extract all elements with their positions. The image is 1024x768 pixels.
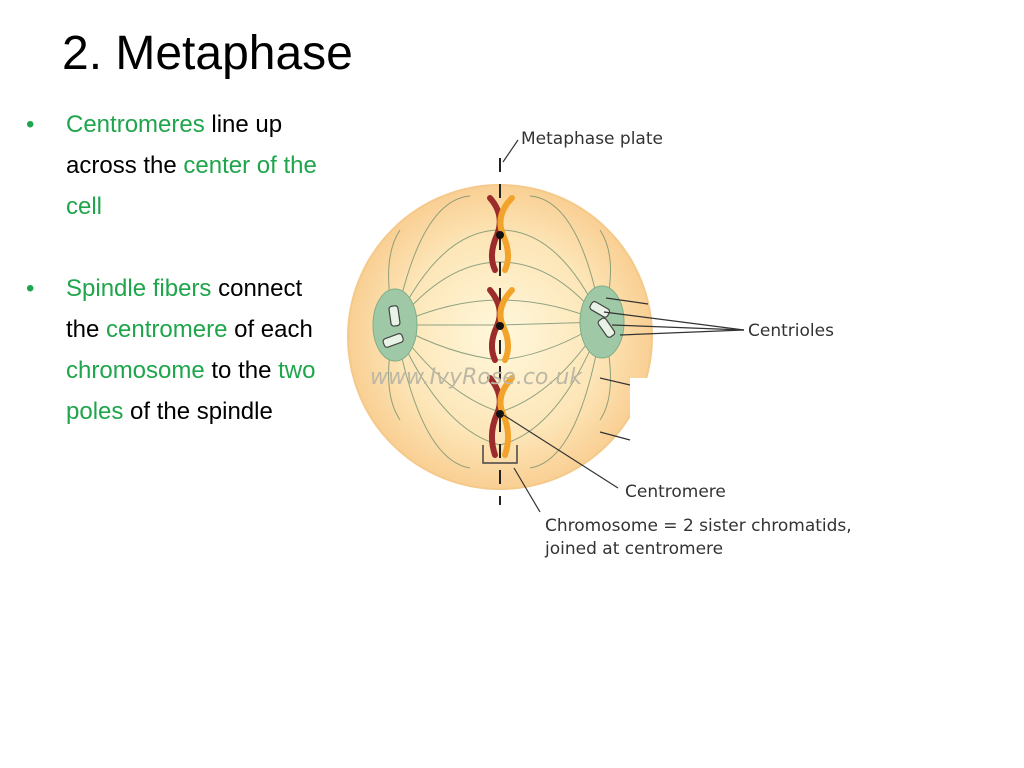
- centrioles-left: [382, 305, 404, 348]
- label-leaders: [501, 139, 745, 513]
- bullet-part: centromere: [106, 316, 228, 343]
- metaphase-plate-leader: [502, 139, 519, 163]
- bullet-part: of each: [227, 316, 313, 343]
- bullet-part: line up across the: [66, 111, 283, 179]
- diagram-mask: [630, 378, 670, 498]
- slide-title: 2. Metaphase: [62, 27, 353, 80]
- bullet-part: of the spindle: [123, 398, 273, 425]
- bullet-part: Centromeres: [66, 111, 205, 138]
- centrioles-leader: [611, 324, 745, 331]
- centrioles-right: [589, 301, 616, 338]
- label-chromosome-line2: joined at centromere: [544, 539, 723, 559]
- bullet-list: • Centromeres line up across the center …: [26, 104, 326, 473]
- bullet-part: to the: [204, 357, 279, 384]
- fiber-stub: [599, 377, 631, 386]
- label-metaphase-plate: Metaphase plate: [521, 129, 663, 149]
- centromere-dots: [496, 231, 504, 418]
- bullet-part: two poles: [66, 357, 316, 425]
- label-chromosome-line1: Chromosome = 2 sister chromatids,: [545, 516, 852, 536]
- bullet-part: connect the: [66, 275, 303, 343]
- bullet-dot-icon: •: [26, 111, 35, 138]
- fiber-stub: [599, 431, 631, 441]
- bullet-item-1: • Centromeres line up across the center …: [26, 104, 326, 227]
- watermark-text: www.IvyRose.co.uk: [370, 365, 583, 390]
- label-centromere: Centromere: [625, 482, 726, 502]
- centromere-leader: [501, 413, 619, 489]
- chromosome-bracket: [482, 445, 518, 464]
- centromere-dot: [496, 231, 504, 239]
- bullet-part: center of the cell: [66, 152, 317, 220]
- bullet-dot-icon: •: [26, 275, 35, 302]
- centrioles-leader: [603, 311, 745, 331]
- bullet-part: Spindle fibers: [66, 275, 212, 302]
- bullet-item-2: • Spindle fibers connect the centromere …: [26, 268, 326, 432]
- centromere-dot: [496, 410, 504, 418]
- label-centrioles: Centrioles: [748, 321, 834, 341]
- centrioles-leader: [619, 329, 745, 336]
- chromosome-leader: [513, 467, 541, 513]
- centromere-dot: [496, 322, 504, 330]
- bullet-part: chromosome: [66, 357, 205, 384]
- fiber-stub: [605, 297, 649, 305]
